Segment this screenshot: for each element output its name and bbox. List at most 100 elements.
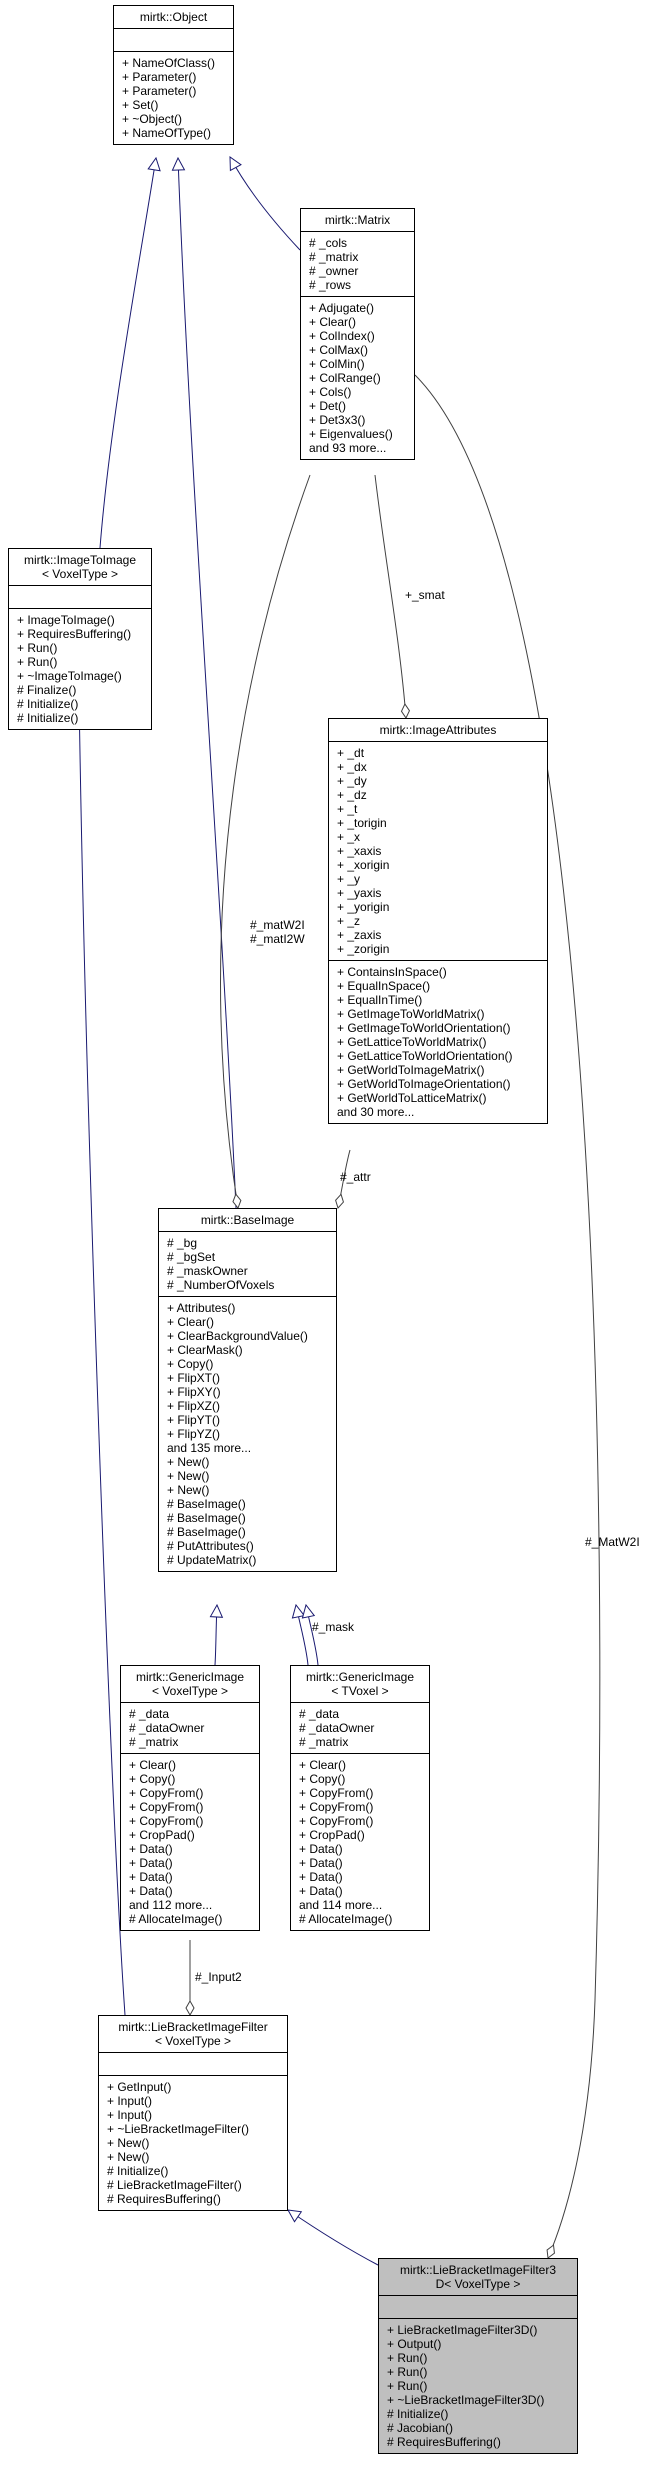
method-item[interactable]: + Attributes() [167, 1301, 236, 1315]
method-item[interactable]: + GetLatticeToWorldMatrix() [337, 1035, 487, 1049]
attribute-item[interactable]: + _dy [337, 774, 367, 788]
method-item[interactable]: + ClearBackgroundValue() [167, 1329, 308, 1343]
method-item[interactable]: + GetInput() [107, 2080, 172, 2094]
class-liebracketimagefilter[interactable]: mirtk::LieBracketImageFilter< VoxelType … [98, 2015, 288, 2211]
attribute-item[interactable]: + _t [337, 802, 358, 816]
method-item[interactable]: + FlipXT() [167, 1371, 221, 1385]
method-item[interactable]: + CopyFrom() [299, 1786, 374, 1800]
attribute-item[interactable]: + _xorigin [337, 858, 390, 872]
attribute-item[interactable]: + _dz [337, 788, 367, 802]
method-item[interactable]: + ColMin() [309, 357, 365, 371]
method-item[interactable]: # BaseImage() [167, 1525, 246, 1539]
method-item[interactable]: + Cols() [309, 385, 352, 399]
method-item[interactable]: # BaseImage() [167, 1497, 246, 1511]
method-item[interactable]: + Data() [129, 1842, 173, 1856]
attribute-item[interactable]: # _cols [309, 236, 348, 250]
method-item[interactable]: + Adjugate() [309, 301, 375, 315]
method-item[interactable]: + FlipXY() [167, 1385, 221, 1399]
attribute-item[interactable]: # _bgSet [167, 1250, 216, 1264]
method-item[interactable]: + EqualInTime() [337, 993, 423, 1007]
attribute-item[interactable]: # _maskOwner [167, 1264, 248, 1278]
method-item[interactable]: + ~LieBracketImageFilter() [107, 2122, 250, 2136]
method-item[interactable]: + New() [107, 2150, 150, 2164]
method-item[interactable]: + FlipYZ() [167, 1427, 221, 1441]
class-object[interactable]: mirtk::Object+ NameOfClass()+ Parameter(… [113, 5, 234, 145]
method-item[interactable]: + Clear() [309, 315, 357, 329]
method-item[interactable]: # Jacobian() [387, 2421, 454, 2435]
attribute-item[interactable]: # _owner [309, 264, 359, 278]
method-item[interactable]: + GetWorldToImageMatrix() [337, 1063, 485, 1077]
method-item[interactable]: + Data() [129, 1856, 173, 1870]
method-item[interactable]: + EqualInSpace() [337, 979, 431, 993]
class-baseimage[interactable]: mirtk::BaseImage# _bg# _bgSet# _maskOwne… [158, 1208, 337, 1572]
method-item[interactable]: + ~Object() [122, 112, 183, 126]
attribute-item[interactable]: + _torigin [337, 816, 387, 830]
method-item[interactable]: + Clear() [167, 1315, 215, 1329]
attribute-item[interactable]: # _data [299, 1707, 340, 1721]
method-item[interactable]: + Clear() [299, 1758, 347, 1772]
attribute-item[interactable]: # _rows [309, 278, 352, 292]
method-item[interactable]: + Run() [17, 641, 58, 655]
method-item[interactable]: + New() [107, 2136, 150, 2150]
method-item[interactable]: and 30 more... [337, 1105, 415, 1119]
method-item[interactable]: + Input() [107, 2108, 153, 2122]
method-item[interactable]: # PutAttributes() [167, 1539, 254, 1553]
method-item[interactable]: # LieBracketImageFilter() [107, 2178, 242, 2192]
method-item[interactable]: + ColMax() [309, 343, 369, 357]
method-item[interactable]: + Run() [17, 655, 58, 669]
method-item[interactable]: + Run() [387, 2379, 428, 2393]
method-item[interactable]: + ClearMask() [167, 1343, 243, 1357]
class-genericimage-tvoxel[interactable]: mirtk::GenericImage< TVoxel ># _data# _d… [290, 1665, 430, 1931]
method-item[interactable]: + ContainsInSpace() [337, 965, 447, 979]
method-item[interactable]: + CopyFrom() [129, 1800, 204, 1814]
method-item[interactable]: + Clear() [129, 1758, 177, 1772]
method-item[interactable]: + Data() [129, 1870, 173, 1884]
method-item[interactable]: + CopyFrom() [129, 1814, 204, 1828]
method-item[interactable]: # Initialize() [17, 711, 79, 725]
method-item[interactable]: + Output() [387, 2337, 442, 2351]
attribute-item[interactable]: # _NumberOfVoxels [167, 1278, 275, 1292]
method-item[interactable]: + ~ImageToImage() [17, 669, 122, 683]
method-item[interactable]: + Data() [129, 1884, 173, 1898]
method-item[interactable]: + Copy() [167, 1357, 214, 1371]
method-item[interactable]: + NameOfClass() [122, 56, 216, 70]
method-item[interactable]: + Parameter() [122, 70, 197, 84]
method-item[interactable]: + Set() [122, 98, 159, 112]
method-item[interactable]: + CropPad() [129, 1828, 195, 1842]
method-item[interactable]: + Copy() [299, 1772, 346, 1786]
attribute-item[interactable]: # _matrix [309, 250, 359, 264]
attribute-item[interactable]: # _dataOwner [129, 1721, 205, 1735]
attribute-item[interactable]: + _z [337, 914, 361, 928]
method-item[interactable]: + New() [167, 1469, 210, 1483]
attribute-item[interactable]: + _yaxis [337, 886, 382, 900]
method-item[interactable]: and 112 more... [129, 1898, 213, 1912]
method-item[interactable]: + ColRange() [309, 371, 381, 385]
method-item[interactable]: # UpdateMatrix() [167, 1553, 257, 1567]
method-item[interactable]: + Data() [299, 1884, 343, 1898]
method-item[interactable]: # Initialize() [17, 697, 79, 711]
method-item[interactable]: + NameOfType() [122, 126, 212, 140]
class-imagetoimage[interactable]: mirtk::ImageToImage< VoxelType >+ ImageT… [8, 548, 152, 730]
method-item[interactable]: + GetWorldToImageOrientation() [337, 1077, 511, 1091]
attribute-item[interactable]: # _matrix [299, 1735, 349, 1749]
method-item[interactable]: # AllocateImage() [129, 1912, 223, 1926]
attribute-item[interactable]: + _zaxis [337, 928, 382, 942]
method-item[interactable]: + GetWorldToLatticeMatrix() [337, 1091, 487, 1105]
attribute-item[interactable]: # _matrix [129, 1735, 179, 1749]
method-item[interactable]: and 114 more... [299, 1898, 383, 1912]
method-item[interactable]: + LieBracketImageFilter3D() [387, 2323, 538, 2337]
method-item[interactable]: + CopyFrom() [299, 1814, 374, 1828]
method-item[interactable]: + Data() [299, 1870, 343, 1884]
method-item[interactable]: # Finalize() [17, 683, 77, 697]
attribute-item[interactable]: + _dx [337, 760, 367, 774]
method-item[interactable]: + ColIndex() [309, 329, 375, 343]
method-item[interactable]: # AllocateImage() [299, 1912, 393, 1926]
method-item[interactable]: + Run() [387, 2351, 428, 2365]
method-item[interactable]: and 135 more... [167, 1441, 252, 1455]
method-item[interactable]: and 93 more... [309, 441, 387, 455]
method-item[interactable]: + Parameter() [122, 84, 197, 98]
method-item[interactable]: + Det3x3() [309, 413, 366, 427]
method-item[interactable]: + Run() [387, 2365, 428, 2379]
class-imageattributes[interactable]: mirtk::ImageAttributes+ _dt+ _dx+ _dy+ _… [328, 718, 548, 1124]
